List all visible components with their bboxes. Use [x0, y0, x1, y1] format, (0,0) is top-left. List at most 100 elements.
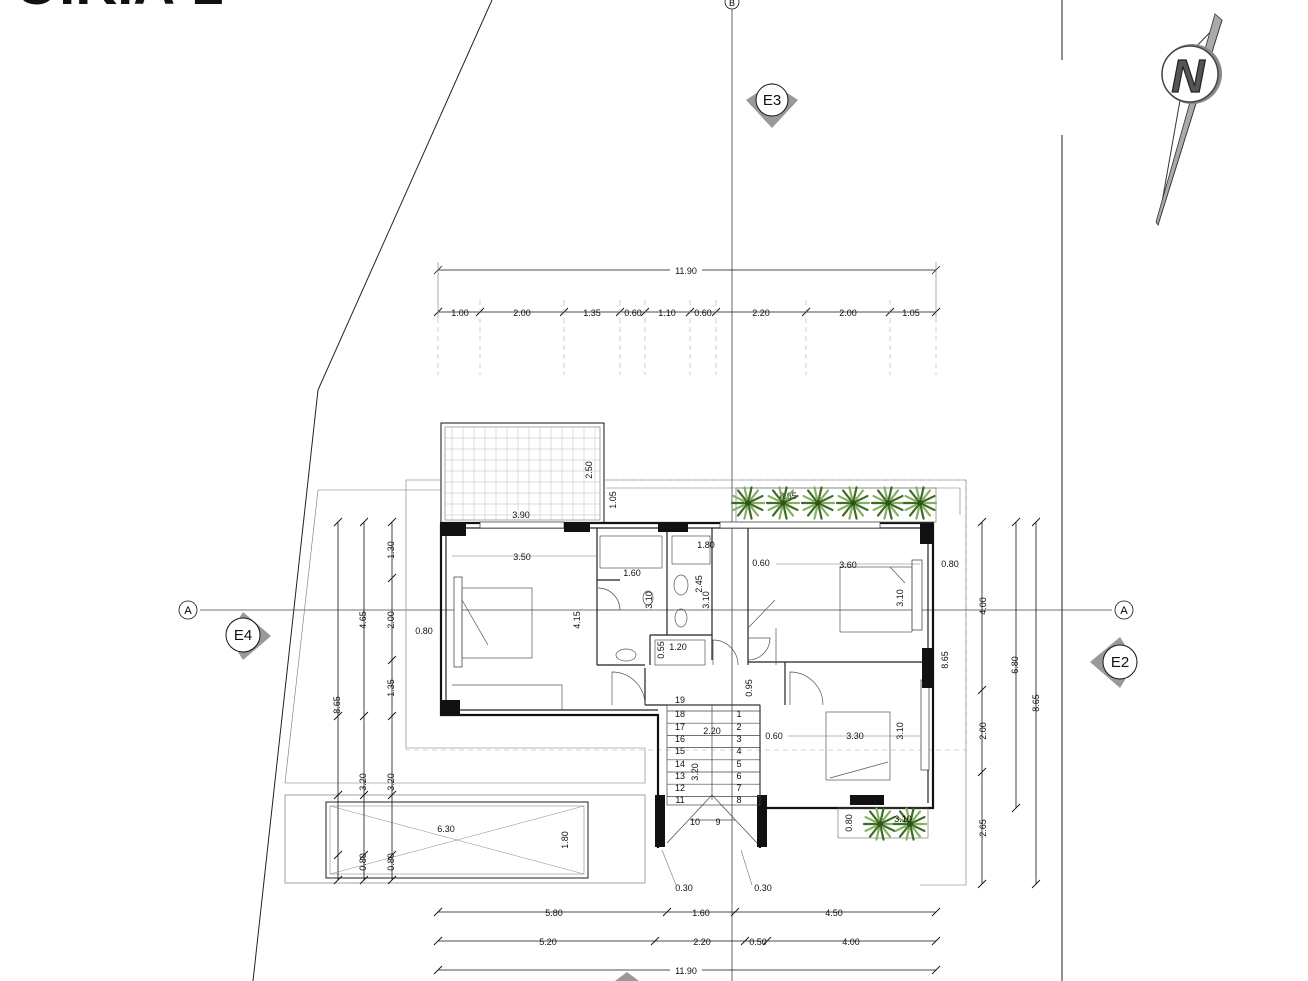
site-boundary	[252, 0, 1063, 981]
planter-bottom: 3.10 0.80	[837, 807, 929, 841]
right-dimensions: 4.00 2.00 2.65 6.80 8.65	[977, 517, 1041, 889]
e2-label: E2	[1111, 654, 1129, 671]
planter-bottom-width: 3.10	[894, 814, 912, 824]
svg-text:3: 3	[736, 734, 741, 744]
bottom-row2-seg-3: 0.50	[749, 937, 767, 947]
north-label: N	[1171, 50, 1205, 102]
left-seg-3: 1.35	[386, 679, 396, 697]
svg-text:2: 2	[736, 722, 741, 732]
stair-run: 3.20	[690, 763, 700, 781]
svg-text:17: 17	[675, 722, 685, 732]
svg-text:15: 15	[675, 746, 685, 756]
left-dimensions: 8.65 4.65 1.30 2.00 1.35 3.20 3.20 0.80 …	[332, 517, 397, 885]
elevation-marker-e3: E3	[746, 83, 798, 128]
staircase	[666, 704, 761, 844]
axis-a-right-marker	[1114, 600, 1134, 620]
top-seg-1: 1.00	[451, 308, 469, 318]
bottom-offset-a: 0.30	[675, 883, 693, 893]
left-seg-2: 2.00	[386, 611, 396, 629]
bed3-width: 3.30	[846, 731, 864, 741]
right-seg-3: 2.65	[978, 819, 988, 837]
svg-text:16: 16	[675, 734, 685, 744]
left-sum: 4.65	[358, 611, 368, 629]
planter-bottom-height: 0.80	[844, 814, 854, 832]
bottom-row1-seg-3: 4.50	[825, 908, 843, 918]
elevation-marker-e4: E4	[225, 612, 271, 660]
svg-text:11: 11	[675, 795, 684, 805]
svg-text:14: 14	[675, 759, 685, 769]
bed2-width: 3.60	[839, 560, 857, 570]
bath-height-1: 2.45	[694, 575, 704, 593]
bed2-height: 3.10	[895, 589, 905, 607]
svg-text:1: 1	[736, 709, 741, 719]
svg-text:18: 18	[675, 709, 685, 719]
right-seg-2: 2.00	[978, 722, 988, 740]
svg-text:19: 19	[675, 695, 685, 705]
wc-width: 1.60	[623, 568, 641, 578]
plan-title: ΟΙΚΙΑ 1	[14, 0, 224, 17]
bottom-row2-seg-4: 4.00	[842, 937, 860, 947]
wc-height: 3.10	[644, 591, 654, 609]
bottom-row2-seg-1: 5.20	[539, 937, 557, 947]
terrace-offset: 1.05	[608, 491, 618, 509]
yard-outline	[284, 479, 967, 886]
top-seg-4: 0.60	[624, 308, 642, 318]
left-total: 8.65	[332, 696, 342, 714]
e3-label: E3	[763, 92, 781, 109]
right-total: 8.65	[1031, 694, 1041, 712]
e4-label: E4	[234, 627, 252, 644]
svg-text:13: 13	[675, 771, 685, 781]
pool-width: 1.80	[560, 831, 570, 849]
top-seg-3: 1.35	[583, 308, 601, 318]
top-seg-6: 0.60	[694, 308, 712, 318]
bottom-row1-seg-2: 1.60	[692, 908, 710, 918]
svg-text:12: 12	[675, 783, 685, 793]
axis-a-left-marker	[178, 600, 198, 620]
pool-length: 6.30	[437, 824, 455, 834]
terrace-height: 2.50	[584, 461, 594, 479]
left-small-a: 0.80	[358, 853, 368, 871]
bottom-offset-b: 0.30	[754, 883, 772, 893]
elevation-marker-e1	[615, 972, 639, 981]
terrace: 3.90 2.50 1.05	[440, 422, 618, 524]
stair-width: 2.20	[703, 726, 721, 736]
bottom-total-dimension: 11.90	[675, 966, 697, 976]
top-total-dimension: 11.90	[675, 266, 697, 276]
svg-text:5: 5	[736, 759, 741, 769]
axis-a-left-label: A	[184, 605, 192, 617]
svg-text:10: 10	[690, 817, 700, 827]
svg-text:8: 8	[736, 795, 741, 805]
left-seg-1: 1.30	[386, 541, 396, 559]
bed2-wall: 8.65	[940, 651, 950, 669]
right-seg-1: 4.00	[978, 597, 988, 615]
left-pool-b: 3.20	[386, 773, 396, 791]
top-seg-7: 2.20	[752, 308, 770, 318]
top-seg-5: 1.10	[658, 308, 676, 318]
top-seg-8: 2.00	[839, 308, 857, 318]
bed1-side: 0.80	[415, 626, 433, 636]
axis-b-marker	[724, 0, 740, 10]
svg-text:9: 9	[715, 817, 720, 827]
bed3-height: 3.10	[895, 722, 905, 740]
svg-text:7: 7	[736, 783, 741, 793]
svg-text:6: 6	[736, 771, 741, 781]
room-dimensions: 3.50 4.15 0.80 1.80 2.45 3.10 1.60 3.10 …	[415, 491, 959, 781]
bath-width: 1.80	[697, 540, 715, 550]
top-dimensions: 11.90 1.00 2.00 1.35 0.60 1.10 0.60 2.20…	[433, 262, 941, 375]
bed2-offset: 0.60	[752, 558, 770, 568]
bed2-side: 0.80	[941, 559, 959, 569]
planter-top	[730, 486, 938, 523]
shower-height: 0.55	[656, 641, 666, 659]
hall-height: 0.95	[744, 679, 754, 697]
bath-height-2: 3.10	[701, 591, 711, 609]
north-arrow-icon: N	[1155, 13, 1223, 226]
top-seg-9: 1.05	[902, 308, 920, 318]
left-small-b: 0.80	[386, 853, 396, 871]
axis-lines: B A A	[178, 0, 1134, 981]
top-seg-2: 2.00	[513, 308, 531, 318]
bed1-height: 4.15	[572, 611, 582, 629]
svg-text:4: 4	[736, 746, 741, 756]
left-pool-a: 3.20	[358, 773, 368, 791]
terrace-width: 3.90	[512, 510, 530, 520]
